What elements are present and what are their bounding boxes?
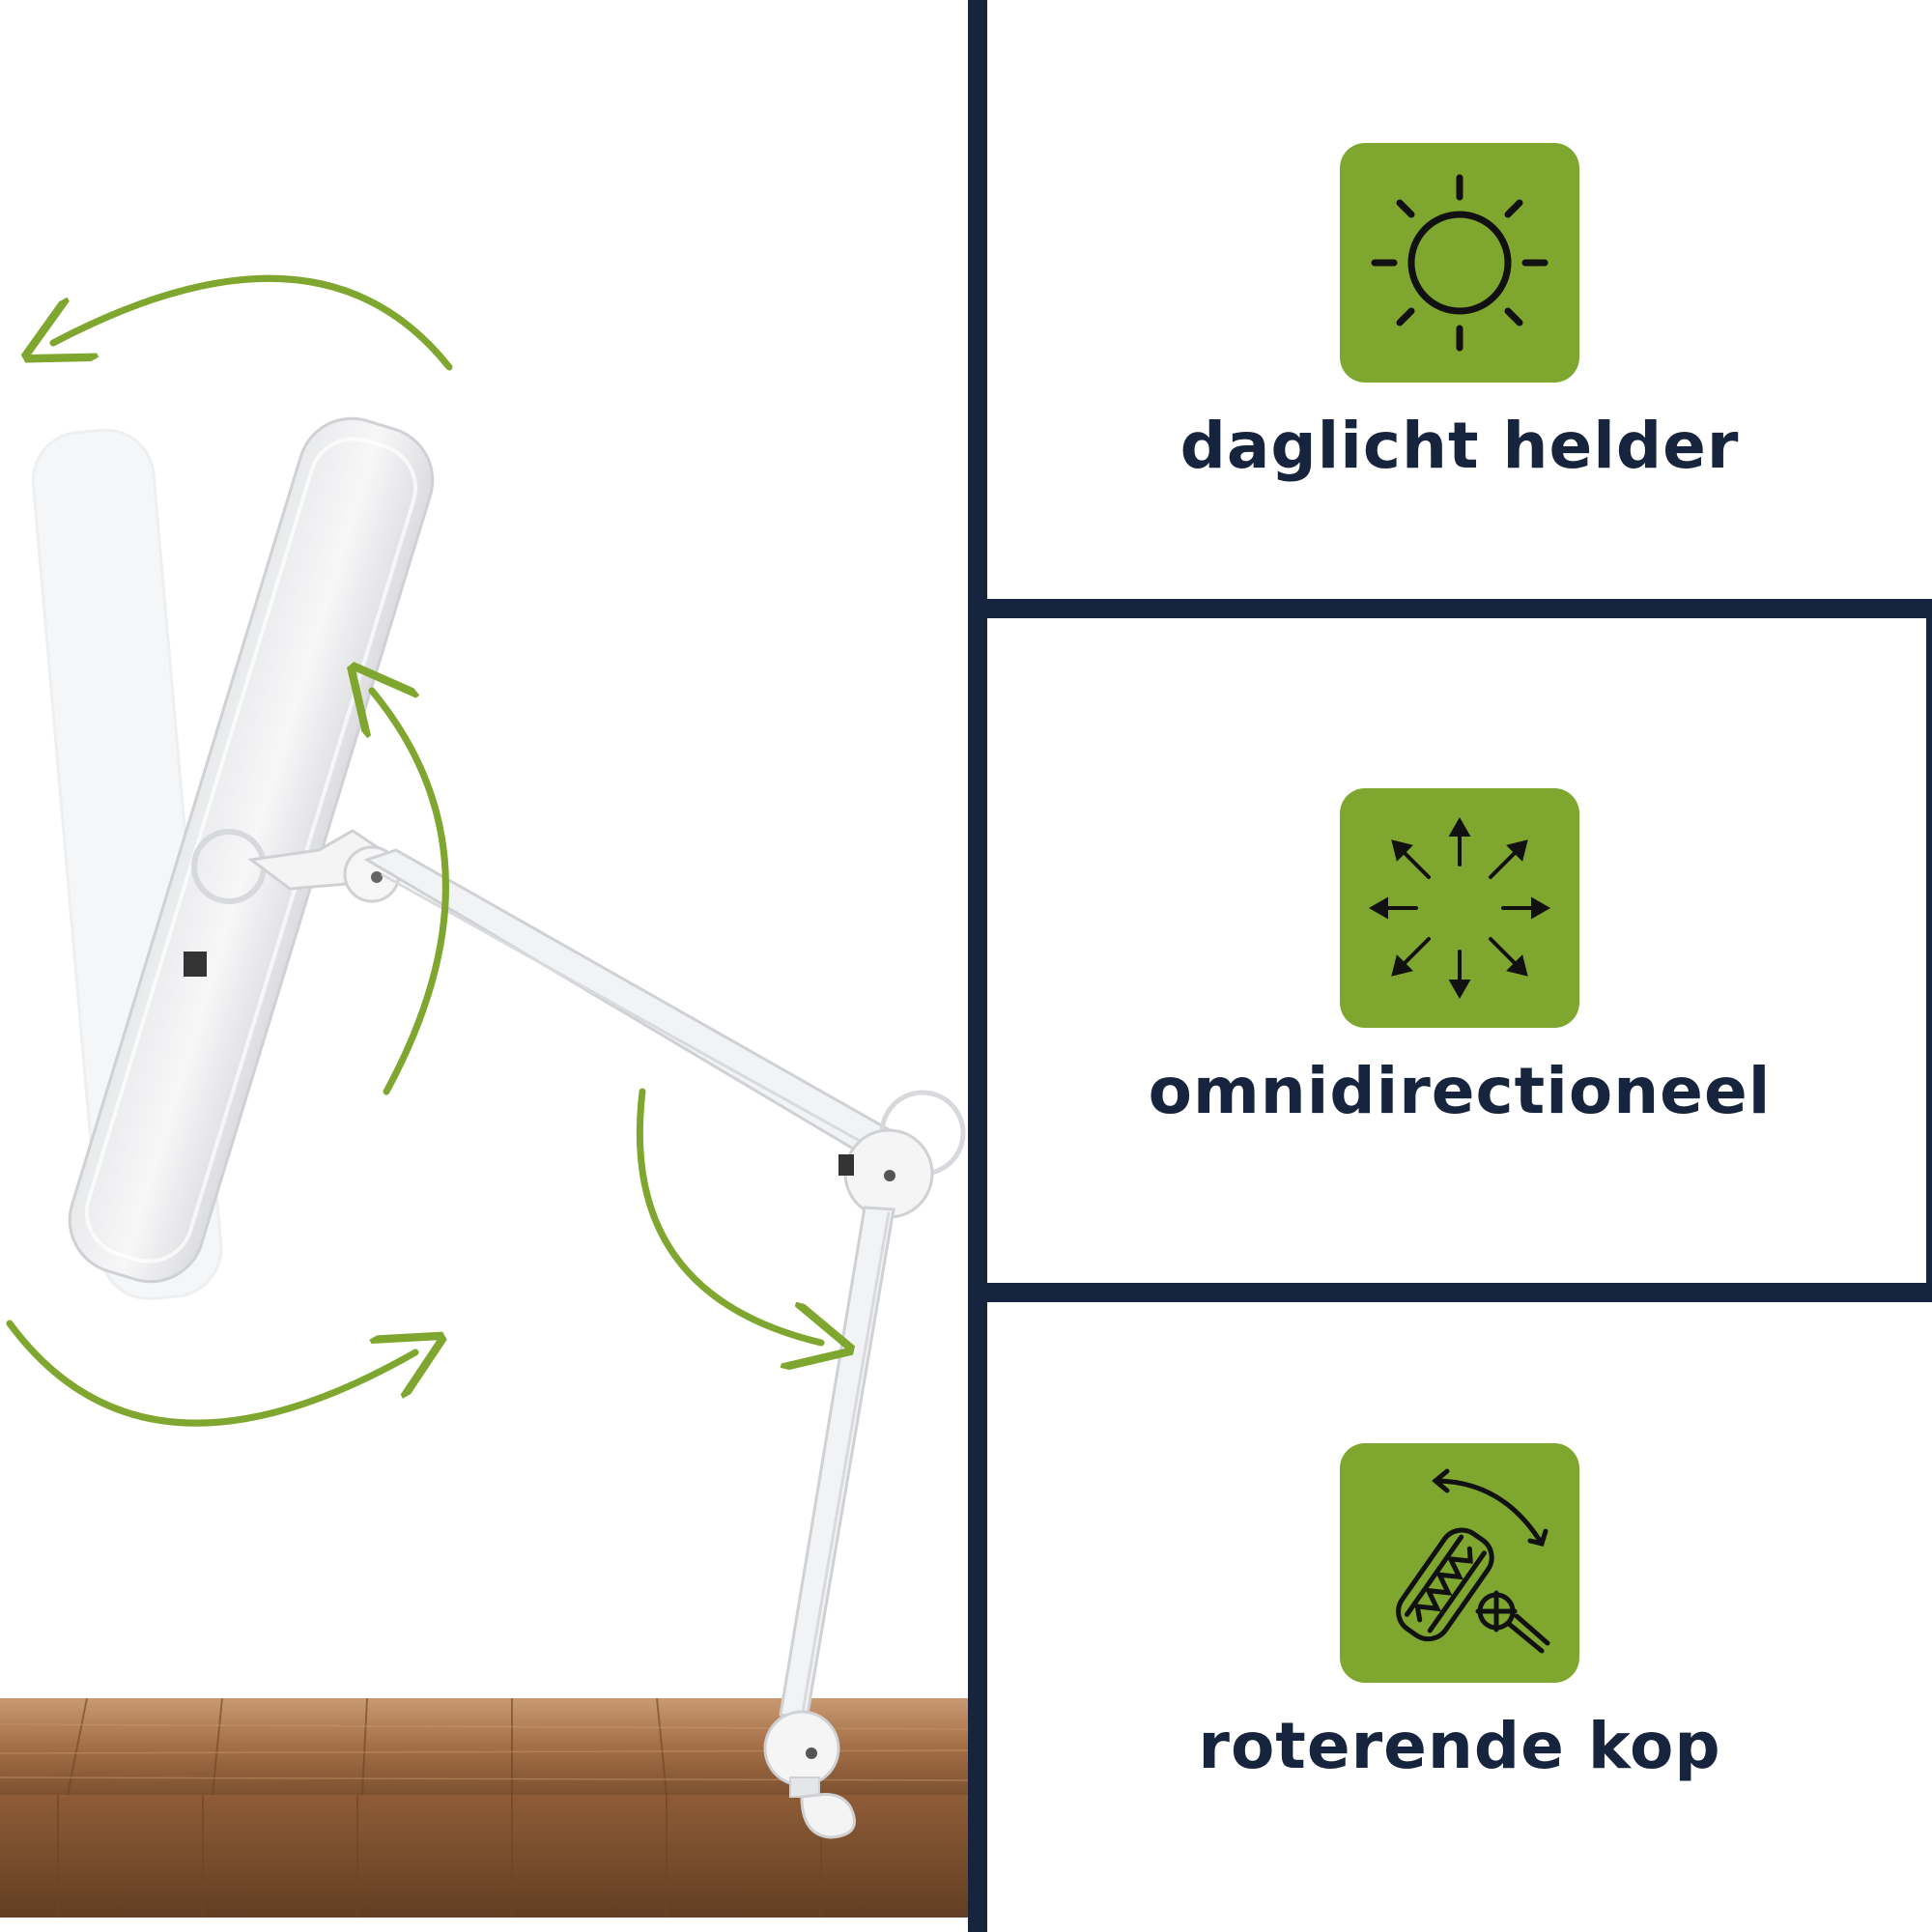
sun-icon bbox=[1371, 174, 1548, 352]
elbow-arrow bbox=[636, 1088, 821, 1343]
rotating-head-icon bbox=[1396, 1468, 1550, 1654]
feature-icon-box bbox=[1340, 143, 1579, 383]
rotation-arrows bbox=[6, 274, 821, 1427]
top-arc-arrow bbox=[53, 274, 453, 371]
desk-clamp bbox=[763, 1710, 856, 1839]
vertical-divider bbox=[968, 0, 987, 1932]
feature-label-rotating-head: roterende kop bbox=[1198, 1709, 1721, 1783]
feature-rotating-head: roterende kop bbox=[987, 1443, 1932, 1782]
feature-icon-box bbox=[1340, 788, 1579, 1028]
feature-label-daylight: daglicht helder bbox=[1179, 409, 1740, 483]
product-illustration bbox=[0, 274, 968, 1932]
lower-arm bbox=[779, 1206, 895, 1721]
feature-label-omnidirectional: omnidirectioneel bbox=[1148, 1054, 1772, 1128]
bottom-arc-arrow bbox=[6, 1320, 415, 1427]
feature-omnidirectional: omnidirectioneel bbox=[987, 788, 1932, 1127]
horizontal-divider-bottom bbox=[968, 1283, 1932, 1302]
arrows-out-icon bbox=[1368, 816, 1551, 1000]
right-border bbox=[1926, 599, 1932, 1302]
head-tilt-arrow bbox=[372, 691, 449, 1095]
horizontal-divider-top bbox=[968, 599, 1932, 618]
feature-daylight: daglicht helder bbox=[987, 143, 1932, 482]
magnifier-lamp-graphic bbox=[0, 274, 968, 1932]
power-switch bbox=[184, 952, 207, 977]
feature-icon-box bbox=[1340, 1443, 1579, 1683]
